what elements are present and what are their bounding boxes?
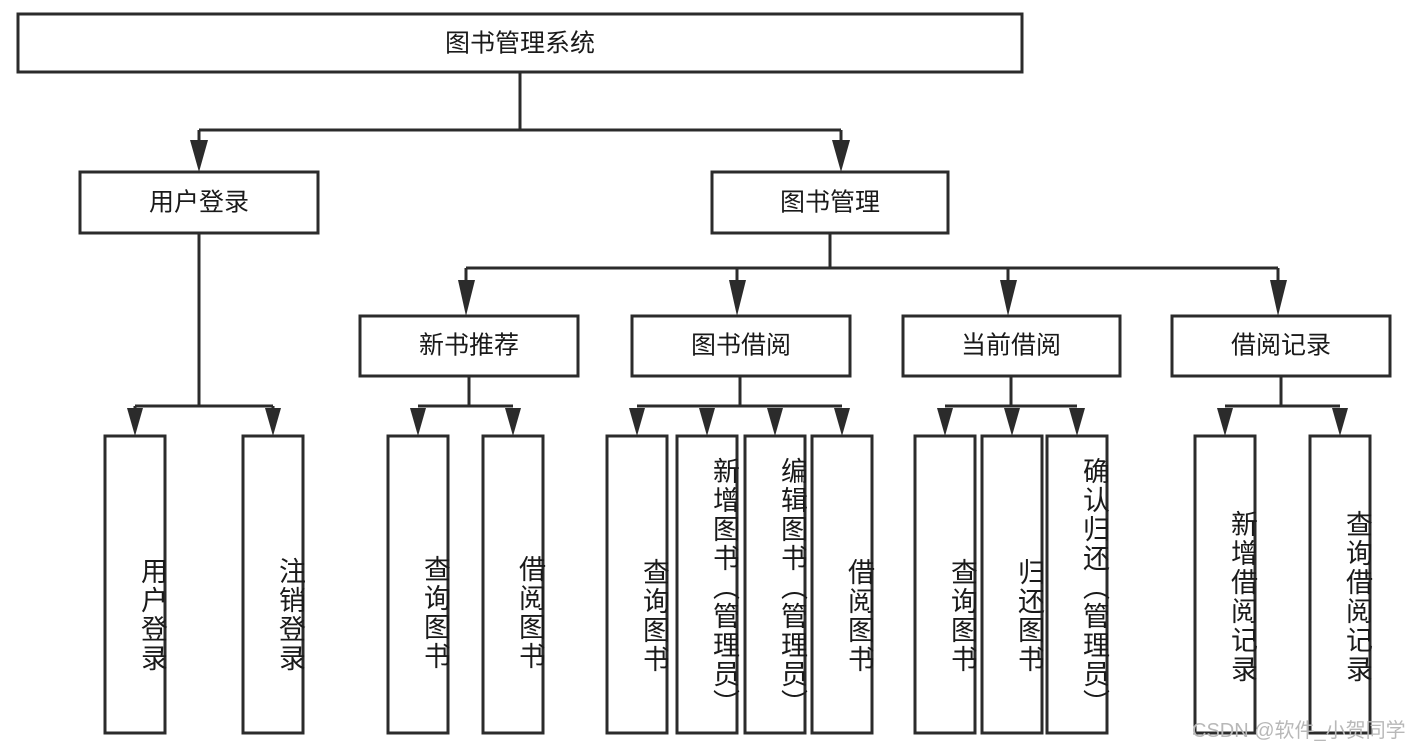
leaf-box-book-borrow-3[interactable] (810, 434, 874, 735)
arrow-head-icon (1004, 408, 1020, 436)
node-label-user-login: 用户登录 (149, 189, 249, 217)
arrow-head-icon (699, 408, 715, 436)
arrow-head-icon (505, 408, 521, 436)
connector-group-new-book (410, 376, 521, 436)
node-label-borrow-record: 借阅记录 (1231, 332, 1331, 360)
connector-group-current-borrow (937, 376, 1085, 436)
leaf-box-user-login-0[interactable] (103, 434, 167, 735)
node-label-current-borrow: 当前借阅 (961, 332, 1061, 360)
leaf-box-borrow-record-0[interactable] (1193, 434, 1257, 735)
node-box-book-manage[interactable] (710, 170, 950, 235)
node-box-current-borrow[interactable] (901, 314, 1122, 378)
arrow-head-icon (1000, 280, 1017, 316)
arrow-head-icon (834, 408, 850, 436)
connector-group-root (190, 72, 850, 172)
leaf-box-current-borrow-1[interactable] (980, 434, 1044, 735)
arrow-head-icon (1332, 408, 1348, 436)
arrow-head-icon (937, 408, 953, 436)
arrow-head-icon (767, 408, 783, 436)
leaf-box-new-book-1[interactable] (481, 434, 545, 735)
leaf-box-book-borrow-1[interactable] (675, 434, 739, 735)
leaf-box-book-borrow-0[interactable] (605, 434, 669, 735)
node-box-book-borrow[interactable] (630, 314, 852, 378)
connector-group-user-login (127, 233, 281, 436)
arrow-head-icon (1217, 408, 1233, 436)
arrow-head-icon (190, 140, 208, 172)
arrow-head-icon (629, 408, 645, 436)
arrow-head-icon (1069, 408, 1085, 436)
arrow-head-icon (1270, 280, 1287, 316)
arrow-head-icon (410, 408, 426, 436)
arrow-head-icon (265, 408, 281, 436)
leaf-box-current-borrow-2[interactable] (1045, 434, 1109, 735)
leaf-box-user-login-1[interactable] (241, 434, 305, 735)
arrow-head-icon (127, 408, 143, 436)
arrow-head-icon (729, 280, 746, 316)
watermark-text: CSDN @软件_小贺同学 (1192, 720, 1405, 742)
arrow-head-icon (458, 280, 475, 316)
leaf-box-new-book-0[interactable] (386, 434, 450, 735)
connector-group-book-borrow (629, 376, 850, 436)
node-box-root[interactable] (16, 12, 1024, 74)
node-box-user-login[interactable] (78, 170, 320, 235)
node-box-borrow-record[interactable] (1170, 314, 1392, 378)
node-label-new-book: 新书推荐 (419, 332, 519, 360)
leaf-box-current-borrow-0[interactable] (913, 434, 977, 735)
node-label-book-borrow: 图书借阅 (691, 332, 791, 360)
leaf-box-book-borrow-2[interactable] (743, 434, 807, 735)
node-box-new-book[interactable] (358, 314, 580, 378)
node-label-root: 图书管理系统 (445, 30, 595, 58)
arrow-head-icon (832, 140, 850, 172)
leaf-box-borrow-record-1[interactable] (1308, 434, 1372, 735)
connector-group-borrow-record (1217, 376, 1348, 436)
node-label-book-manage: 图书管理 (780, 189, 880, 217)
connector-group-book-manage (458, 233, 1287, 316)
